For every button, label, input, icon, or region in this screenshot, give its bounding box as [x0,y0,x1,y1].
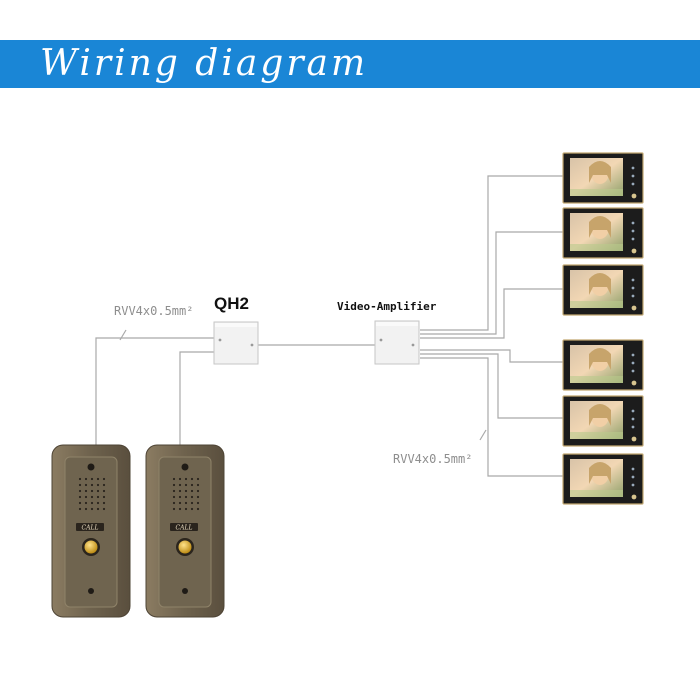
monitor [562,395,644,447]
monitor [562,207,644,259]
header-banner [0,40,700,88]
monitor [562,339,644,391]
monitor [562,453,644,505]
qh2-label: QH2 [214,294,249,313]
amplifier-label: Video-Amplifier [337,300,437,313]
cable-label-right: RVV4x0.5mm² [393,452,473,466]
call-label: CALL [82,525,99,532]
wires-right [420,175,563,477]
call-button [178,540,192,554]
wires-left [95,329,376,452]
monitor [562,264,644,316]
door-station: CALL [51,444,131,618]
door-station: CALL [145,444,225,618]
video-amplifier-box [374,320,420,365]
call-label: CALL [176,525,193,532]
monitor [562,152,644,204]
cable-label-left: RVV4x0.5mm² [114,304,194,318]
monitors [562,152,644,505]
qh2-junction-box [213,321,259,365]
call-button [84,540,98,554]
page-title: Wiring diagram [40,43,369,84]
